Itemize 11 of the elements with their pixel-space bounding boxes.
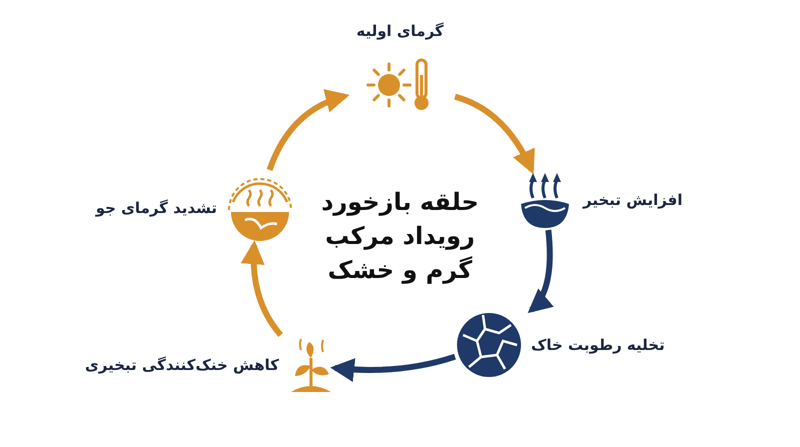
arrow (528, 230, 554, 314)
arrow (454, 94, 534, 174)
node-label: افزایش تبخیر (583, 191, 683, 209)
node-label: گرمای اولیه (356, 22, 444, 40)
arrow (241, 240, 284, 337)
node-label: تخلیه رطوبت خاک (531, 336, 665, 354)
node-label: تشدید گرمای جو (96, 198, 217, 216)
node-label: کاهش خنک‌کنندگی تبخیری (85, 356, 279, 374)
arrow (330, 354, 456, 382)
arrow (266, 90, 350, 172)
diagram-title: حلقه بازخورد رویداد مرکب گرم و خشک (320, 187, 480, 286)
